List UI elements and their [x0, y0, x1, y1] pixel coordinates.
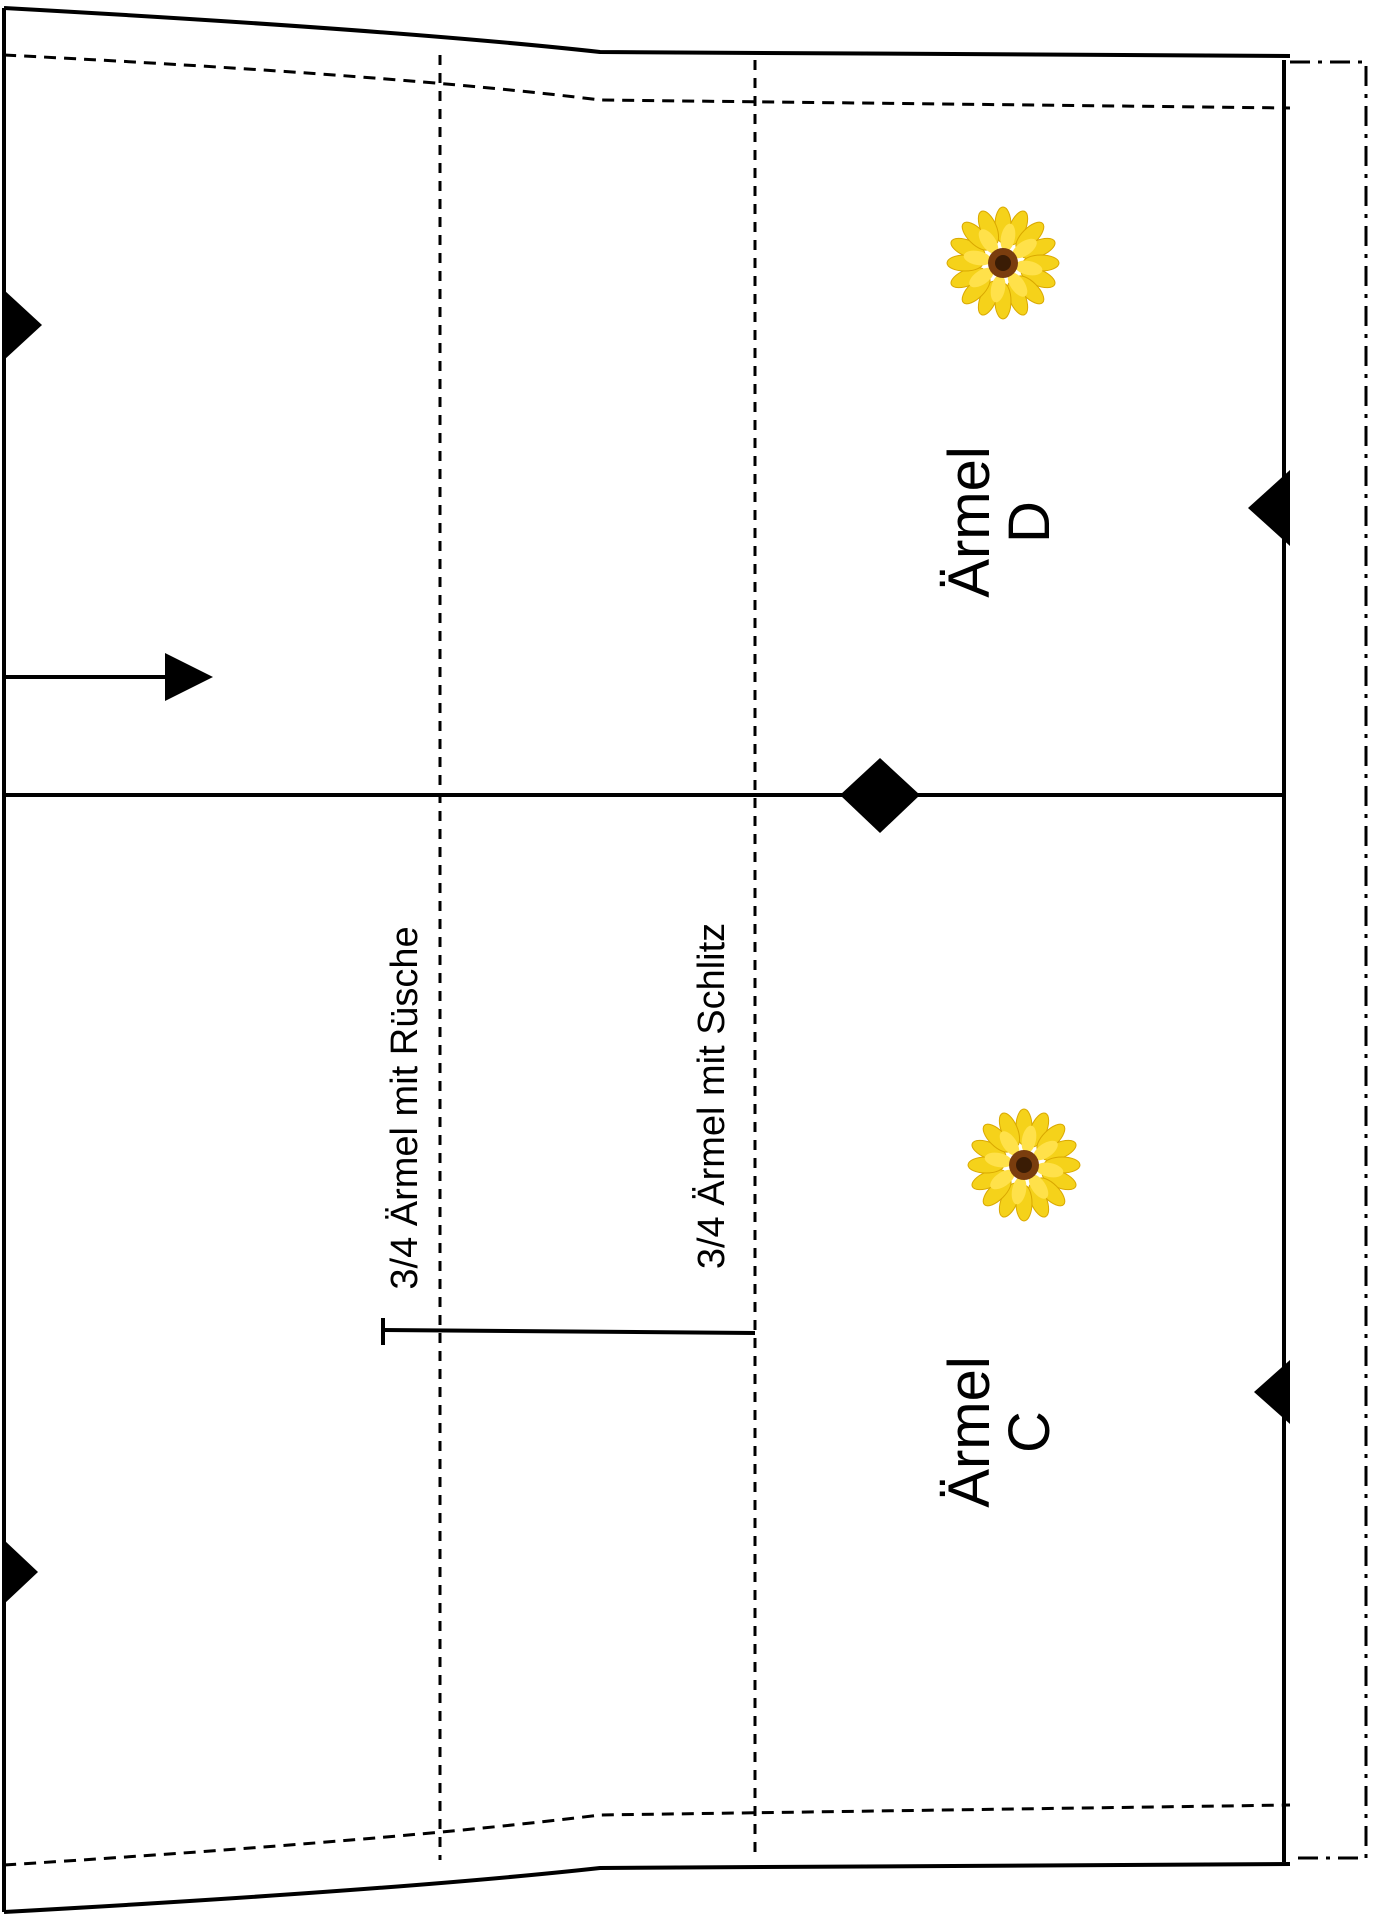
bottom-cut-line: [3, 1862, 1291, 1914]
center-diamond-notch: [840, 758, 920, 833]
top-seam-line: [3, 53, 1291, 110]
slit-marker-line: [382, 1328, 756, 1335]
piece-name: Ärmel: [937, 446, 1002, 598]
grain-arrow-head: [165, 653, 213, 701]
grainline-extension: [1290, 60, 1368, 1860]
variant-label-slit: 3/4 Ärmel mit Schlitz: [691, 922, 733, 1270]
notch-markers: [4, 290, 1290, 1604]
sunflower-icon: [967, 1108, 1081, 1222]
piece-name: Ärmel: [937, 1356, 1002, 1508]
top-cut-line: [3, 6, 1291, 58]
notch-left-bottom: [4, 1540, 38, 1604]
outline-lines: [2, 6, 1368, 1914]
sunflower-icon: [946, 206, 1060, 320]
piece-letter: D: [997, 501, 1062, 543]
notch-right-bottom: [1254, 1360, 1290, 1424]
bottom-seam-line: [3, 1803, 1291, 1867]
piece-label-c: Ärmel C: [937, 1356, 1062, 1508]
piece-letter: C: [997, 1411, 1062, 1453]
notch-left-top: [4, 290, 42, 360]
piece-label-d: Ärmel D: [937, 446, 1062, 598]
notch-right-top: [1248, 470, 1290, 546]
variant-label-ruffle: 3/4 Ärmel mit Rüsche: [384, 926, 426, 1290]
